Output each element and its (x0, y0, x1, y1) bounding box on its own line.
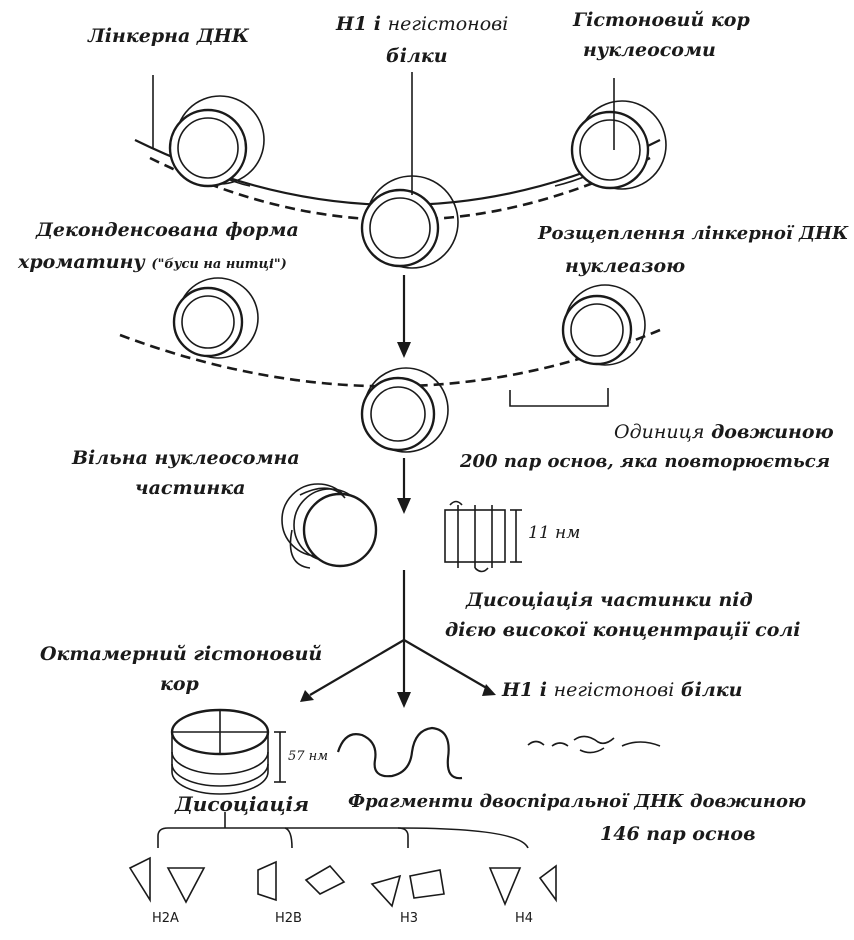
octamer-core (170, 708, 286, 795)
h1-label-line1: Н1 і негістонові (336, 13, 509, 36)
histone-h4-label: Н4 (515, 911, 534, 926)
h1-label-line2: білки (386, 45, 448, 67)
decond-label-line2: хроматину ("буси на нитці") (18, 251, 287, 274)
free-nucleosome (281, 483, 378, 569)
fragments-label-line1: Фрагменти двоспіральної ДНК довжиною (348, 791, 807, 812)
histone-h2b-label: Н2В (275, 911, 302, 926)
nucleosome-top-right (570, 100, 667, 190)
dissociation-bracket (157, 812, 529, 849)
h1-bottom-a: Н1 і (502, 679, 548, 701)
nucleosome-top-left (168, 95, 265, 188)
cleavage-label-line1: Розщеплення лінкерної ДНК (538, 223, 849, 244)
dissoc-label-line2: дією високої концентрації солі (445, 619, 801, 641)
linker-dna-label: Лінкерна ДНК (88, 25, 250, 47)
unit-label-b: довжиною (711, 421, 834, 443)
dissociation-label: Дисоціація (175, 792, 310, 816)
protein-fragments (527, 735, 661, 754)
nm11-label: 11 нм (528, 523, 581, 543)
fragments-label-line2: 146 пар основ (600, 823, 756, 845)
dna-fragment (336, 726, 463, 780)
unit-label-line2: 200 пар основ, яка повторюється (460, 451, 831, 472)
decond-label-line1: Деконденсована форма (36, 219, 299, 241)
decond-label-word: хроматину (18, 251, 145, 273)
nucleosome-side-view (444, 500, 522, 573)
arrow-split-left (309, 639, 405, 696)
core-label-line2: нуклеосоми (583, 39, 716, 61)
h1-label-part-a: Н1 і (336, 13, 382, 35)
repeat-bracket (509, 388, 609, 407)
histone-h2a-label: Н2А (152, 911, 179, 926)
h1-label-part-b: негістонові (387, 13, 509, 35)
free-label-line1: Вільна нуклеосомна (72, 447, 300, 469)
histone-h3-label: Н3 (400, 911, 419, 926)
h1-bottom-b: негістонові (553, 679, 675, 701)
nucleosome-mid-center (360, 367, 449, 453)
unit-label-line1: Одиниця довжиною (614, 421, 834, 444)
core-label-line1: Гістоновий кор (573, 9, 750, 31)
nucleosome-mid-right (561, 284, 646, 366)
octamer-label-line1: Октамерний гістоновий (40, 643, 323, 665)
free-label-line2: частинка (135, 477, 246, 499)
dissoc-label-line1: Дисоціація частинки під (466, 589, 753, 611)
unit-label-a: Одиниця (614, 421, 705, 443)
nucleosome-top-center (360, 175, 459, 269)
nucleosome-mid-left (172, 277, 259, 359)
histone-pieces (128, 856, 557, 908)
h1-bottom-label: Н1 і негістонові білки (502, 679, 743, 702)
h1-bottom-c: білки (680, 679, 743, 701)
octamer-label-line2: кор (160, 673, 199, 695)
cleavage-label-line2: нуклеазою (565, 255, 686, 277)
arrow-split-right (403, 639, 491, 691)
nm57-label: 57 нм (288, 749, 329, 764)
decond-note: ("буси на нитці") (151, 257, 287, 272)
